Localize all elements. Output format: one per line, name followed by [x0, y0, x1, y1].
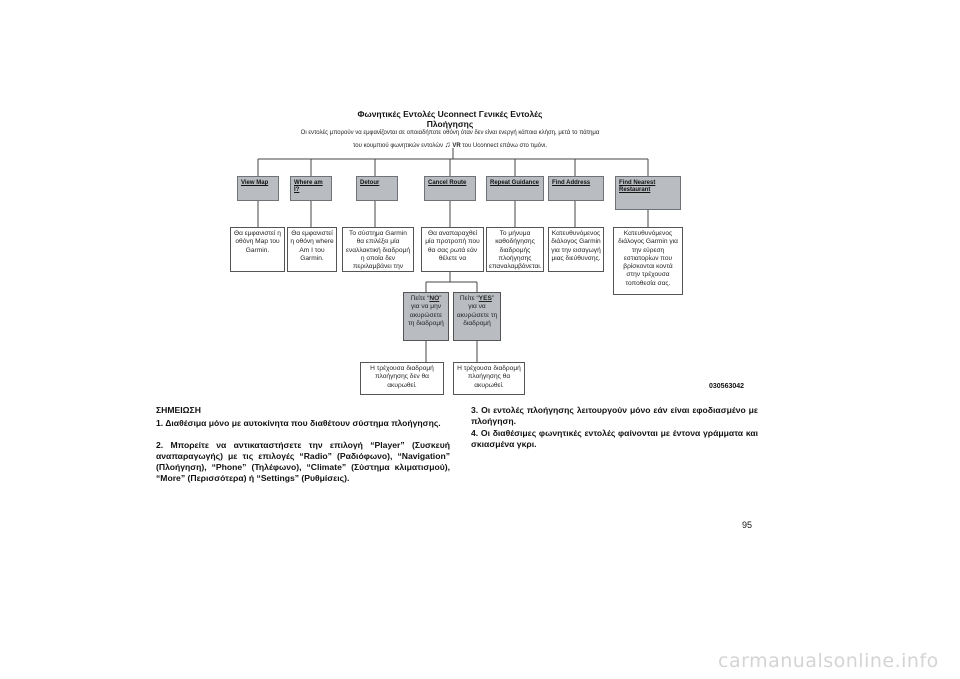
diagram-intro-line1: Οι εντολές μπορούν να εμφανίζονται σε οπ…: [300, 130, 600, 136]
intro-text-before: του κουμπιού φωνητικών εντολών: [353, 143, 443, 149]
answer-no-prefix: Πείτε: [410, 295, 428, 302]
command-repeat-guidance: Repeat Guidance: [486, 176, 544, 201]
intro-vr-label: VR: [452, 143, 461, 149]
note-item-4: 4. Οι διαθέσιμες φωνητικές εντολές φαίνο…: [471, 428, 758, 449]
command-label: Cancel Route: [428, 180, 467, 186]
note-item-1: 1. Διαθέσιμα μόνο με αυτοκίνητα που διαθ…: [156, 418, 441, 428]
answer-no-word: NO: [429, 295, 440, 302]
note-item-2: 2. Μπορείτε να αντικαταστήσετε την επιλο…: [156, 440, 450, 483]
answer-yes-box: Πείτε “YES” για να ακυρώσετε τη διαδρομή: [453, 292, 501, 341]
command-label: Where am I?: [294, 180, 323, 193]
note-heading: ΣΗΜΕΙΩΣΗ: [156, 405, 201, 415]
diagram-title: Φωνητικές Εντολές Uconnect Γενικές Εντολ…: [357, 109, 543, 119]
page-number: 95: [742, 520, 753, 530]
diagram-intro-line2: του κουμπιού φωνητικών εντολών ♫ VR του …: [300, 140, 600, 149]
description-detour: Το σύστημα Garmin θα επιλέξει μία εναλλα…: [342, 227, 414, 272]
answer-no-suffix: για να μην ακυρώσετε τη διαδρομή: [408, 303, 444, 327]
answer-no-box: Πείτε “NO” για να μην ακυρώσετε τη διαδρ…: [403, 292, 449, 341]
command-label: Find Nearest Restaurant: [619, 180, 656, 193]
result-route-cancelled: Η τρέχουσα διαδρομή πλοήγησης θα ακυρωθε…: [453, 362, 525, 395]
command-label: Repeat Guidance: [490, 180, 540, 186]
command-label: Detour: [360, 180, 380, 186]
diagram-subtitle: Πλοήγησης: [426, 119, 474, 129]
description-where-am-i: Θα εμφανιστεί η οθόνη where Am I του Gar…: [287, 227, 337, 272]
description-find-address: Κατευθυνόμενος διάλογος Garmin για την ε…: [548, 227, 604, 272]
answer-yes-suffix: για να ακυρώσετε τη διαδρομή: [456, 303, 498, 327]
answer-yes-prefix: Πείτε: [459, 295, 477, 302]
intro-text-after: του Uconnect επάνω στο τιμόνι.: [462, 143, 547, 149]
note-item-3: 3. Οι εντολές πλοήγησης λειτουργούν μόνο…: [471, 405, 758, 426]
command-find-address: Find Address: [548, 176, 604, 201]
command-view-map: View Map: [237, 176, 279, 201]
command-label: View Map: [241, 180, 269, 186]
description-find-nearest-restaurant: Κατευθυνόμενος διάλογος Garmin για την ε…: [613, 227, 683, 295]
answer-yes-word: YES: [478, 295, 492, 302]
description-repeat-guidance: Το μήνυμα καθοδήγησης διαδρομής πλοήγηση…: [486, 227, 544, 272]
figure-code: 030563042: [709, 383, 745, 390]
command-cancel-route: Cancel Route: [424, 176, 476, 201]
description-view-map: Θα εμφανιστεί η οθόνη Map του Garmin.: [230, 227, 285, 272]
description-cancel-route: Θα αναπαραχθεί μία προτροπή που θα σας ρ…: [421, 227, 484, 272]
watermark: carmanualsonline.info: [718, 650, 939, 672]
command-where-am-i: Where am I?: [290, 176, 332, 201]
command-label: Find Address: [552, 180, 591, 186]
command-find-nearest-restaurant: Find Nearest Restaurant: [615, 176, 681, 210]
command-detour: Detour: [356, 176, 398, 201]
result-route-not-cancelled: Η τρέχουσα διαδρομή πλοήγησης δεν θα ακυ…: [360, 362, 444, 395]
voice-command-icon: ♫: [444, 140, 451, 149]
